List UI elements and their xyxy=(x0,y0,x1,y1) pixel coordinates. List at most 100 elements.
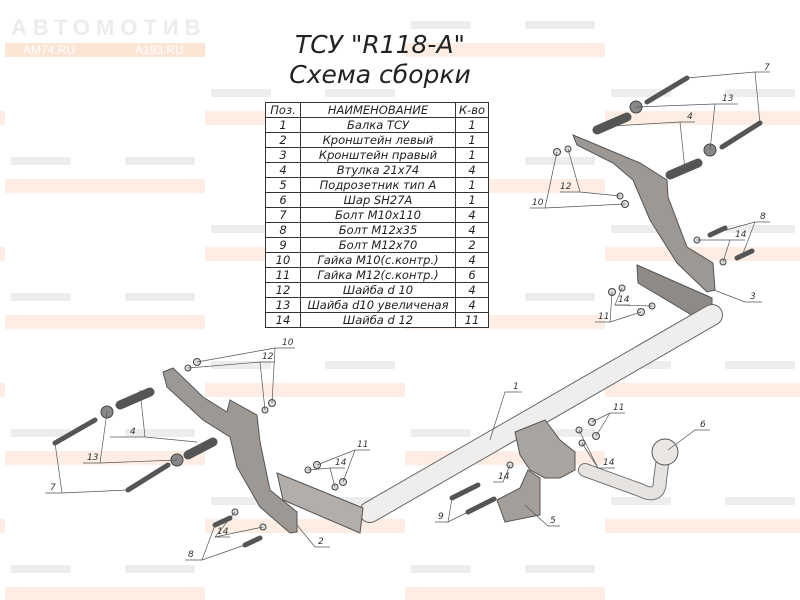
cell-position: 12 xyxy=(265,282,301,298)
diagram-subtitle: Схема сборки xyxy=(289,60,471,89)
beam-tube xyxy=(360,305,722,522)
cell-quantity: 1 xyxy=(455,132,489,148)
bolt-m12x35 xyxy=(734,248,755,261)
cell-quantity: 1 xyxy=(455,177,489,193)
cell-name: Гайка М12(с.контр.) xyxy=(300,267,456,283)
cell-quantity: 2 xyxy=(455,237,489,253)
cell-position: 7 xyxy=(265,207,301,223)
cell-position: 14 xyxy=(265,312,301,328)
cell-position: 1 xyxy=(265,117,301,133)
cell-quantity: 11 xyxy=(455,312,489,328)
callout-14: 14 xyxy=(217,527,229,537)
cell-name: Шайба d 10 xyxy=(300,282,456,298)
bushing xyxy=(183,437,218,460)
cell-name: Кронштейн правый xyxy=(300,147,456,163)
callout-11: 11 xyxy=(613,403,624,413)
bushing xyxy=(665,158,703,180)
callout-13: 13 xyxy=(722,94,734,104)
cell-quantity: 4 xyxy=(455,297,489,313)
cell-position: 5 xyxy=(265,177,301,193)
table-header-row: Поз. НАИМЕНОВАНИЕ К-во xyxy=(265,102,489,118)
header-position: Поз. xyxy=(265,102,301,118)
callout-12: 12 xyxy=(262,352,274,362)
left-bracket xyxy=(162,367,298,534)
callout-12: 12 xyxy=(560,182,572,192)
callout-4: 4 xyxy=(130,427,136,437)
callout-11: 11 xyxy=(598,312,609,322)
cell-quantity: 6 xyxy=(455,267,489,283)
tow-ball xyxy=(651,438,679,466)
callout-14: 14 xyxy=(335,458,347,468)
header-name: НАИМЕНОВАНИЕ xyxy=(300,102,456,118)
cell-quantity: 4 xyxy=(455,222,489,238)
cell-position: 6 xyxy=(265,192,301,208)
hitch-mount-bracket xyxy=(514,419,576,479)
cell-quantity: 4 xyxy=(455,252,489,268)
diagram-title: ТСУ "R118-A" xyxy=(294,30,466,59)
callout-8: 8 xyxy=(188,550,194,560)
cell-quantity: 4 xyxy=(455,162,489,178)
bolt-m10x110 xyxy=(52,417,98,446)
callout-10: 10 xyxy=(282,338,294,348)
callout-14: 14 xyxy=(498,472,510,482)
callout-5: 5 xyxy=(550,516,556,526)
cell-name: Кронштейн левый xyxy=(300,132,456,148)
callout-10: 10 xyxy=(532,198,544,208)
cell-position: 8 xyxy=(265,222,301,238)
callout-7: 7 xyxy=(764,63,770,73)
cell-name: Болт М12х70 xyxy=(300,237,456,253)
callout-14: 14 xyxy=(618,295,630,305)
bolt-m12x35 xyxy=(707,225,728,238)
callout-8: 8 xyxy=(760,212,766,222)
bolt-m12x70 xyxy=(465,496,497,515)
cell-position: 2 xyxy=(265,132,301,148)
cell-name: Подрозетник тип А xyxy=(300,177,456,193)
callout-11: 11 xyxy=(357,440,368,450)
cell-position: 3 xyxy=(265,147,301,163)
cell-name: Шайба d 12 xyxy=(300,312,456,328)
bushing xyxy=(115,387,155,410)
callout-3: 3 xyxy=(750,292,756,302)
cell-quantity: 1 xyxy=(455,192,489,208)
callout-labels: 7 13 4 12 10 8 14 3 14 11 10 12 4 13 7 1… xyxy=(50,63,770,560)
cell-quantity: 4 xyxy=(455,207,489,223)
callout-9: 9 xyxy=(438,512,444,522)
right-bracket xyxy=(572,134,716,293)
bolt-m10x110 xyxy=(644,75,690,105)
callout-13: 13 xyxy=(87,453,99,463)
callout-14: 14 xyxy=(603,458,615,468)
leader-lines xyxy=(45,71,770,561)
cell-name: Шайба d10 увеличеная xyxy=(300,297,456,313)
cell-name: Балка ТСУ xyxy=(300,117,456,133)
cell-position: 11 xyxy=(265,267,301,283)
cell-quantity: 1 xyxy=(455,147,489,163)
cell-name: Болт М12х35 xyxy=(300,222,456,238)
cell-quantity: 4 xyxy=(455,282,489,298)
cell-position: 13 xyxy=(265,297,301,313)
callout-7: 7 xyxy=(50,483,56,493)
bolt-m12x35 xyxy=(242,535,263,548)
bolt-m10x110 xyxy=(719,120,763,150)
ball-mount-arm-fill xyxy=(579,459,668,500)
bolt-m12x35 xyxy=(212,515,233,528)
cell-name: Гайка М10(с.контр.) xyxy=(300,252,456,268)
cell-name: Втулка 21х74 xyxy=(300,162,456,178)
header-quantity: К-во xyxy=(455,102,489,118)
callout-14: 14 xyxy=(735,230,747,240)
bolt-m12x70 xyxy=(449,482,481,501)
callout-4: 4 xyxy=(687,112,693,122)
callout-2: 2 xyxy=(318,537,324,547)
